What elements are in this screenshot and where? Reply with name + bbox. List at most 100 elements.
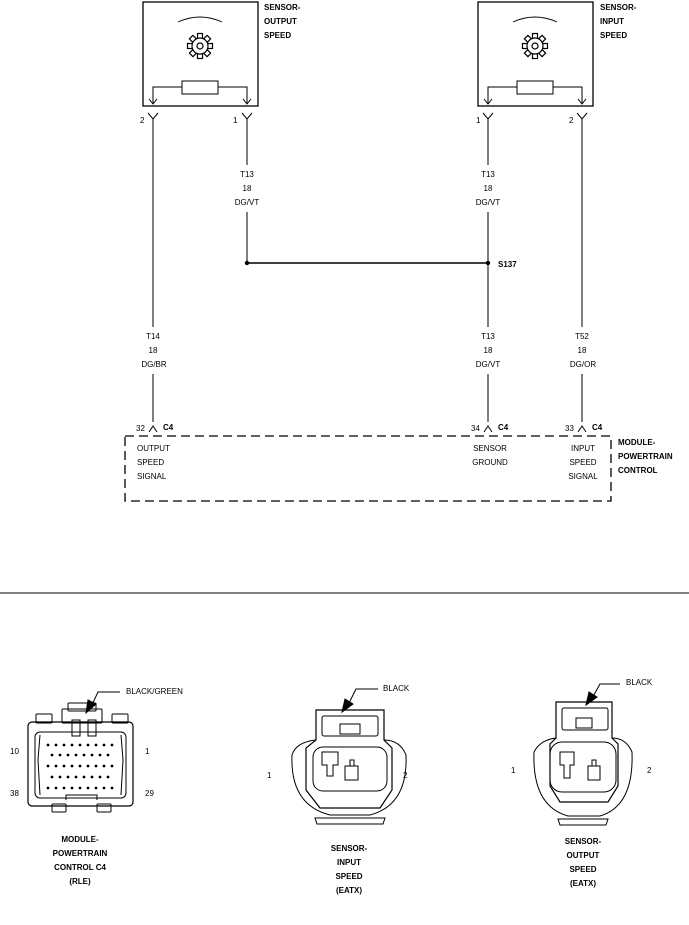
output-sensor-connector xyxy=(533,683,633,826)
input-speed-sensor: SENSOR- INPUT SPEED 1 2 xyxy=(476,1,637,125)
signal-label: SENSOR xyxy=(473,444,507,453)
wire-label: 18 xyxy=(578,346,587,355)
output-connector-color: BLACK xyxy=(626,678,653,687)
wire-label: DG/OR xyxy=(570,360,596,369)
pin-number: 32 xyxy=(136,424,145,433)
module-title-2: POWERTRAIN xyxy=(618,452,673,461)
output-sensor-title-1: SENSOR- xyxy=(264,3,301,12)
arrow-icon xyxy=(483,98,493,105)
pcm-pin-38: 38 xyxy=(10,789,19,798)
wire-label: 18 xyxy=(243,184,252,193)
pcm-pin-1: 1 xyxy=(145,747,150,756)
signal-label: SPEED xyxy=(137,458,164,467)
input-sensor-title-3: SPEED xyxy=(600,31,627,40)
pin-number: 33 xyxy=(565,424,574,433)
connector-chevron-icon xyxy=(577,425,587,433)
signal-label: SIGNAL xyxy=(137,472,167,481)
splice-dot xyxy=(485,260,491,266)
connector-id: C4 xyxy=(592,423,603,432)
rotation-arc-icon xyxy=(177,16,223,23)
callout-leader xyxy=(89,691,120,710)
output-connector-pin-2: 2 xyxy=(647,766,652,775)
arrow-icon xyxy=(577,98,587,105)
wire-label: DG/VT xyxy=(476,198,501,207)
pin-fork-icon xyxy=(576,112,588,120)
wires xyxy=(152,119,583,422)
output-connector-pin-1: 1 xyxy=(511,766,516,775)
wire-label: T13 xyxy=(240,170,254,179)
arrow-icon xyxy=(242,98,252,105)
input-connector-caption: SPEED xyxy=(335,872,362,881)
connector-id: C4 xyxy=(498,423,509,432)
wire-label: DG/VT xyxy=(235,198,260,207)
output-sensor-box xyxy=(142,1,259,107)
output-connector-caption: SPEED xyxy=(569,865,596,874)
input-sensor-connector xyxy=(291,688,407,825)
pcm-connector-c4 xyxy=(27,691,134,813)
rotation-arc-icon xyxy=(512,16,558,23)
wire-label: T52 xyxy=(575,332,589,341)
wire-label: 18 xyxy=(149,346,158,355)
module-title-3: CONTROL xyxy=(618,466,658,475)
output-connector-caption: SENSOR- xyxy=(565,837,602,846)
output-sensor-title-2: OUTPUT xyxy=(264,17,297,26)
pin-number: 34 xyxy=(471,424,480,433)
connector-chevron-icon xyxy=(483,425,493,433)
pcm-connector-color: BLACK/GREEN xyxy=(126,687,183,696)
callout-arrow-icon xyxy=(585,691,598,707)
gear-icon xyxy=(186,32,214,60)
input-sensor-pin-2: 2 xyxy=(569,116,574,125)
signal-label: OUTPUT xyxy=(137,444,170,453)
resistor-icon xyxy=(516,80,554,95)
input-sensor-pin-1: 1 xyxy=(476,116,481,125)
pcm-pin-10: 10 xyxy=(10,747,19,756)
signal-label: SPEED xyxy=(569,458,596,467)
gear-icon xyxy=(521,32,549,60)
input-connector-caption: SENSOR- xyxy=(331,844,368,853)
pcm-caption: MODULE- xyxy=(61,835,99,844)
output-connector-caption: OUTPUT xyxy=(567,851,600,860)
input-connector-caption: INPUT xyxy=(337,858,361,867)
output-connector-caption: (EATX) xyxy=(570,879,596,888)
wire-labels: T13 18 DG/VT T13 18 DG/VT T14 18 DG/BR T… xyxy=(136,165,602,374)
wire-label: DG/BR xyxy=(141,360,167,369)
input-connector-color: BLACK xyxy=(383,684,410,693)
wire-label: DG/VT xyxy=(476,360,501,369)
pin-fork-icon xyxy=(241,112,253,120)
input-connector-pin-2: 2 xyxy=(403,771,408,780)
wire-label: 18 xyxy=(484,346,493,355)
signal-label: SIGNAL xyxy=(568,472,598,481)
wire-label: T13 xyxy=(481,170,495,179)
pcm-pin-29: 29 xyxy=(145,789,154,798)
callout-arrow-icon xyxy=(341,698,354,714)
wire-label: T14 xyxy=(146,332,160,341)
signal-label: GROUND xyxy=(472,458,508,467)
pin-fork-icon xyxy=(482,112,494,120)
output-sensor-title-3: SPEED xyxy=(264,31,291,40)
wire-label: T13 xyxy=(481,332,495,341)
input-sensor-title-2: INPUT xyxy=(600,17,624,26)
output-speed-sensor: SENSOR- OUTPUT SPEED 2 1 xyxy=(140,1,301,125)
resistor-icon xyxy=(181,80,219,95)
splice-label: S137 xyxy=(498,260,517,269)
pcm-caption: CONTROL C4 xyxy=(54,863,106,872)
pin-fork-icon xyxy=(147,112,159,120)
splice-dot xyxy=(244,260,250,266)
arrow-icon xyxy=(148,98,158,105)
connector-id: C4 xyxy=(163,423,174,432)
input-connector-pin-1: 1 xyxy=(267,771,272,780)
output-sensor-pin-1: 1 xyxy=(233,116,238,125)
module-title-1: MODULE- xyxy=(618,438,656,447)
input-sensor-title-1: SENSOR- xyxy=(600,3,637,12)
signal-label: INPUT xyxy=(571,444,595,453)
wire-label: 18 xyxy=(484,184,493,193)
pcm-caption: (RLE) xyxy=(69,877,91,886)
input-sensor-box xyxy=(477,1,594,107)
powertrain-control-module: 32 C4 34 C4 33 C4 OUTPUT SPEED SIGNAL SE… xyxy=(124,423,673,502)
output-sensor-pin-2: 2 xyxy=(140,116,145,125)
pcm-caption: POWERTRAIN xyxy=(53,849,108,858)
module-dashed-box xyxy=(124,435,612,502)
connector-chevron-icon xyxy=(148,425,158,433)
input-connector-caption: (EATX) xyxy=(336,886,362,895)
